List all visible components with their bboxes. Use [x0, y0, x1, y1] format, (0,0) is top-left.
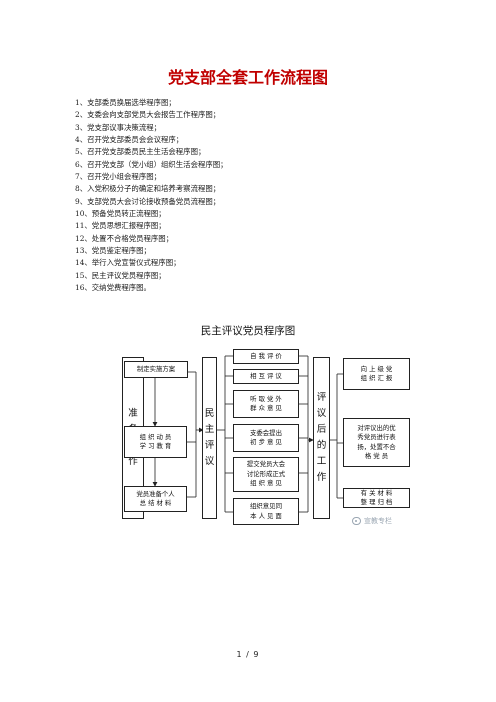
step-meet-member: 组织意见同 本 人 见 面: [233, 498, 299, 525]
toc-item: 2、支委会向支部党员大会报告工作程序图；: [75, 110, 221, 120]
table-of-contents: 1、支部委员换届选举程序图； 2、支委会向支部党员大会报告工作程序图； 3、党支…: [75, 97, 228, 295]
stage-after-label: 评议后的工作: [316, 392, 327, 483]
step-formal-opinion: 提交党员大会 讨论形成正式 组 织 意 见: [233, 457, 299, 492]
toc-item: 5、召开党支部委员民主生活会程序图；: [75, 147, 206, 157]
step-report-upward: 向 上 级 党 组 织 汇 报: [343, 358, 410, 390]
step-commend-handle: 对评议出的优 秀党员进行表 扬，处置不合 格 党 员: [343, 418, 410, 467]
watermark-text: 宣教专栏: [364, 517, 392, 525]
toc-item: 1、支部委员换届选举程序图；: [75, 98, 176, 107]
toc-item: 6、召开党支部（党小组）组织生活会程序图；: [75, 159, 228, 169]
toc-item: 14、举行入党宣誓仪式程序图；: [75, 258, 181, 268]
toc-item: 13、党员鉴定程序图；: [75, 246, 151, 256]
step-public-opinion: 听 取 党 外 群 众 意 见: [233, 390, 299, 418]
chat-icon: [352, 517, 361, 525]
stage-review: 民主评议: [202, 357, 217, 519]
step-personal-summary: 党员准备个人 总 结 材 料: [124, 486, 187, 512]
step-make-plan: 制定实施方案: [124, 361, 188, 378]
toc-item: 12、处置不合格党员程序图；: [75, 233, 174, 243]
stage-after: 评议后的工作: [313, 357, 330, 519]
page-number: 1 / 9: [236, 650, 260, 659]
toc-item: 16、交纳党费程序图。: [75, 283, 151, 293]
toc-item: 15、民主评议党员程序图；: [75, 270, 166, 280]
stage-review-label: 民主评议: [204, 408, 215, 467]
step-archive-materials: 有 关 材 料 整 理 归 档: [343, 488, 410, 508]
toc-item: 9、支部党员大会讨论接收预备党员流程图；: [75, 196, 221, 206]
toc-item: 7、召开党小组会程序图；: [75, 172, 162, 182]
watermark: 宣教专栏: [352, 516, 392, 526]
step-mutual-review: 相 互 评 议: [233, 369, 299, 384]
toc-item: 8、入党积极分子的确定和培养考察流程图；: [75, 184, 221, 194]
toc-item: 11、党员思想汇报程序图；: [75, 221, 166, 231]
toc-item: 4、召开党支部委员会会议程序；: [75, 135, 184, 145]
toc-item: 10、预备党员转正流程图；: [75, 209, 166, 219]
flowchart-title: 民主评议党员程序图: [200, 325, 296, 337]
step-self-evaluation: 自 我 评 价: [233, 349, 299, 364]
step-preliminary-opinion: 支委会提出 初 步 意 见: [233, 424, 299, 452]
toc-item: 3、党支部议事决策流程；: [75, 122, 162, 132]
document-title: 党支部全套工作流程图: [167, 68, 328, 87]
step-mobilize-education: 组 织 动 员 学 习 教 育: [124, 426, 187, 458]
